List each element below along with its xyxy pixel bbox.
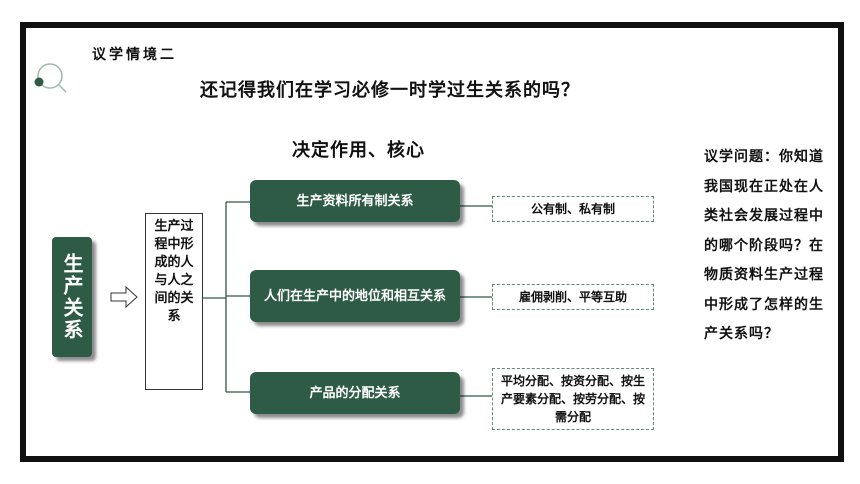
detail-ownership: 公有制、私有制: [492, 196, 654, 222]
decide-label: 决定作用、核心: [292, 140, 425, 161]
detail-distribution: 平均分配、按资分配、按生产要素分配、按劳分配、按需分配: [492, 368, 654, 430]
side-question: 议学问题：你知道我国现在正处在人类社会发展过程中的哪个阶段吗？在物质资料生产过程…: [704, 149, 824, 342]
magnifier-logo-icon: [34, 63, 67, 93]
relation-node-status: 人们在生产中的地位和相互关系: [250, 270, 460, 322]
relation-node-distribution: 产品的分配关系: [250, 372, 460, 414]
right-arrow-icon: [110, 286, 138, 308]
middle-node: 生产过程中形成的人与人之间的关系: [145, 213, 203, 390]
root-node: 生产关系: [52, 237, 92, 357]
question-title: 还记得我们在学习必修一时学过生关系的吗？: [200, 80, 580, 101]
section-label: 议学情境二: [92, 47, 177, 63]
relation-node-ownership: 生产资料所有制关系: [250, 180, 460, 222]
detail-status: 雇佣剥削、平等互助: [492, 284, 654, 310]
